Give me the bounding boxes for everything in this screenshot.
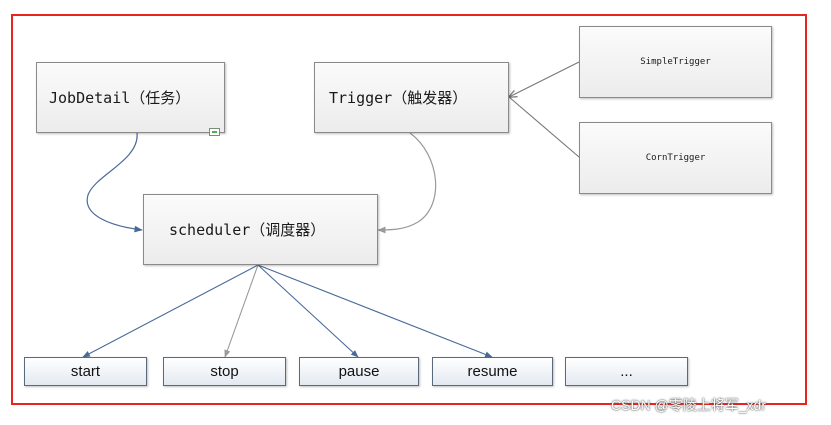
- diagram-frame: [11, 14, 807, 405]
- edge-simpletrigger-trigger: [509, 61, 580, 97]
- edge-corntrigger-trigger: [508, 96, 580, 158]
- op-pause[interactable]: pause: [299, 357, 419, 386]
- edge-trigger-scheduler: [377, 132, 437, 234]
- op-resume[interactable]: resume: [432, 357, 553, 386]
- corntrigger-node[interactable]: CornTrigger: [579, 122, 772, 194]
- simpletrigger-node[interactable]: SimpleTrigger: [579, 26, 772, 98]
- resize-handle-icon[interactable]: [209, 128, 220, 136]
- watermark: CSDN @零陵上将军_xdr: [611, 397, 767, 413]
- op-stop[interactable]: stop: [163, 357, 286, 386]
- edge-scheduler-stop: [224, 264, 259, 358]
- edge-scheduler-pause: [257, 264, 359, 358]
- scheduler-node[interactable]: scheduler（调度器）: [143, 194, 378, 265]
- edge-jobdetail-scheduler: [86, 132, 143, 233]
- edge-scheduler-start: [82, 264, 259, 358]
- op-start[interactable]: start: [24, 357, 147, 386]
- trigger-node[interactable]: Trigger（触发器）: [314, 62, 509, 133]
- op-more[interactable]: ...: [565, 357, 688, 386]
- jobdetail-node[interactable]: JobDetail（任务）: [36, 62, 225, 133]
- edge-scheduler-resume: [257, 264, 493, 358]
